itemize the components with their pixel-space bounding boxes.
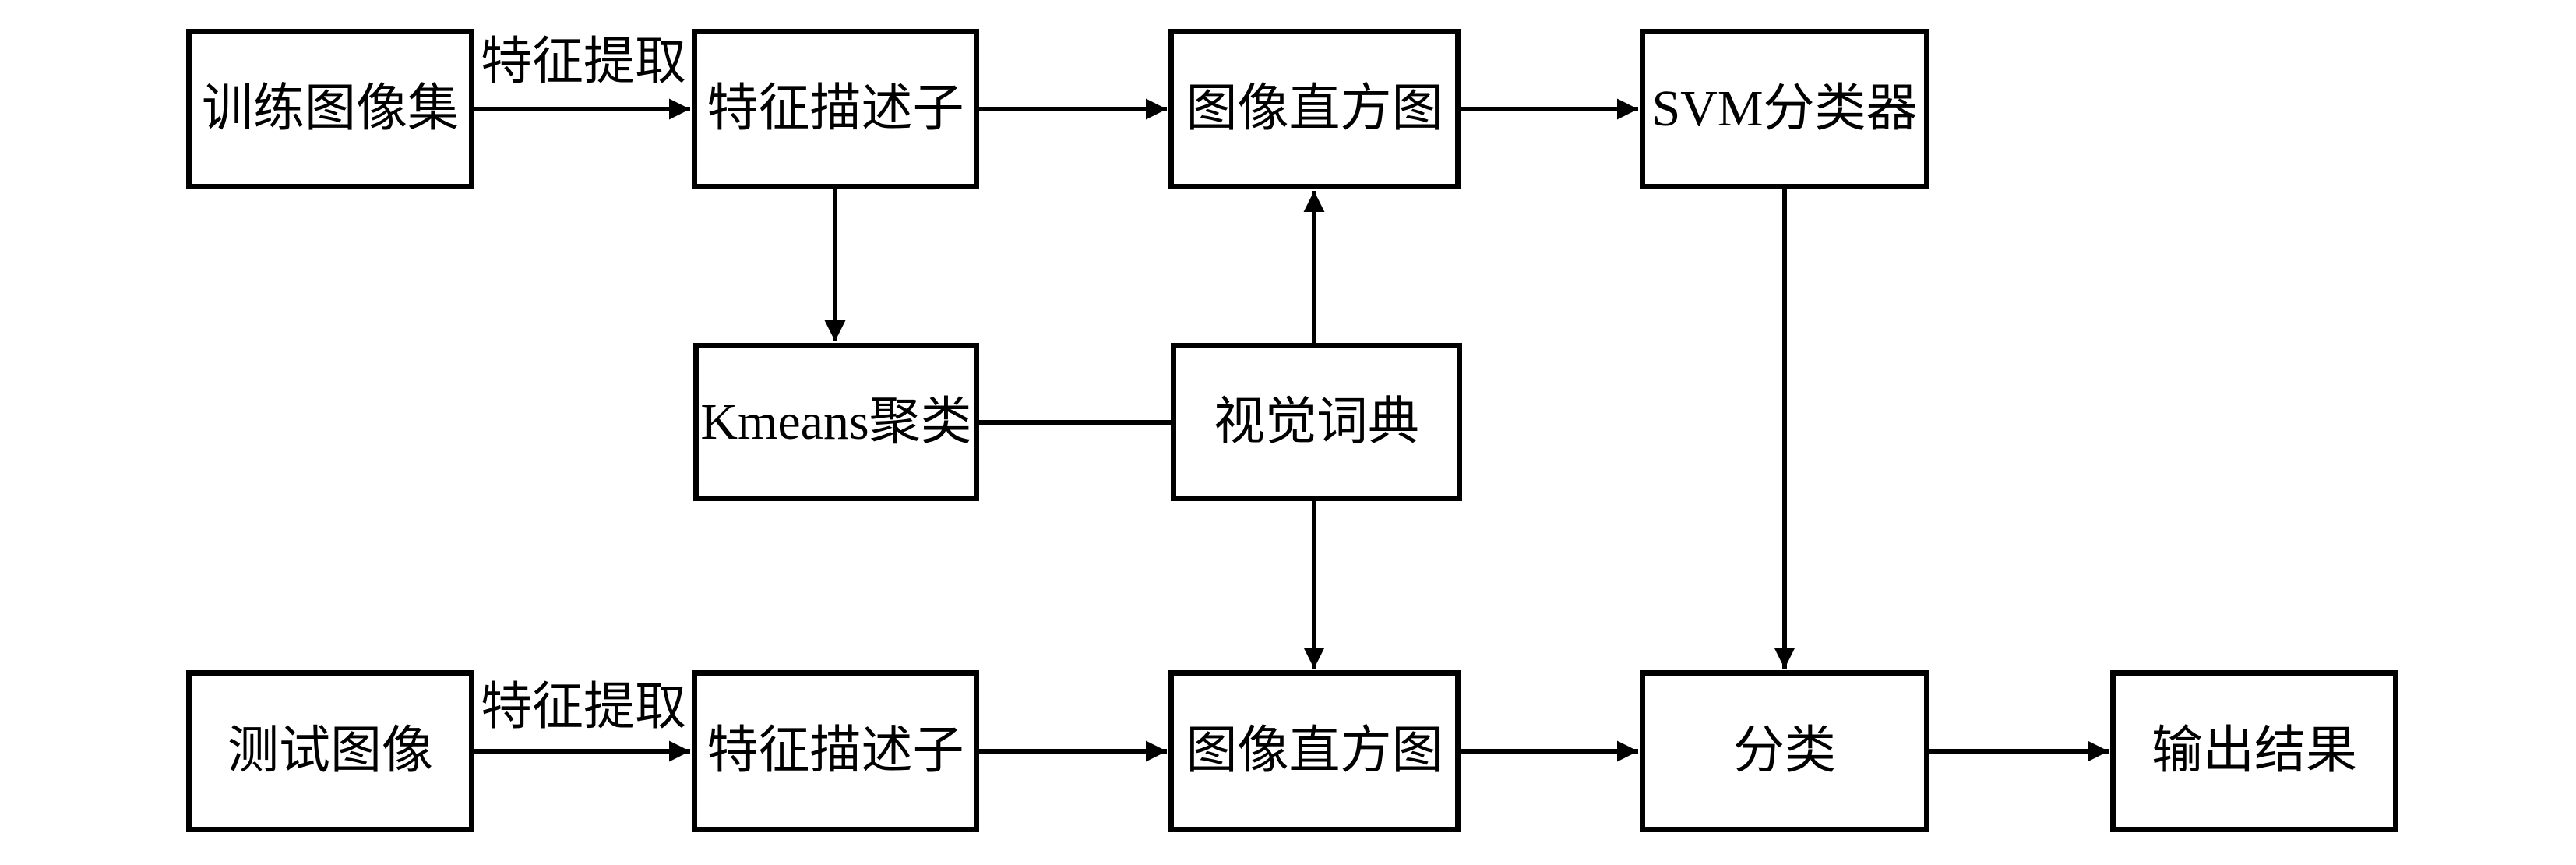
box-kmeans-clustering-label: Kmeans聚类: [700, 393, 972, 450]
box-image-histogram-test: 图像直方图: [1168, 670, 1461, 832]
box-image-histogram-train: 图像直方图: [1168, 29, 1461, 189]
box-test-image: 测试图像: [186, 670, 474, 832]
edge-label-feature-extraction-bottom-text: 特征提取: [481, 679, 686, 736]
box-feature-descriptor-test-label: 特征描述子: [707, 722, 964, 779]
box-visual-dictionary: 视觉词典: [1171, 343, 1462, 501]
box-image-histogram-test-label: 图像直方图: [1186, 722, 1443, 779]
box-feature-descriptor-test: 特征描述子: [692, 670, 979, 832]
edge-label-feature-extraction-bottom: 特征提取: [475, 680, 692, 736]
box-kmeans-clustering: Kmeans聚类: [693, 343, 979, 501]
edge-label-feature-extraction-top-text: 特征提取: [481, 34, 686, 90]
box-feature-descriptor-train-label: 特征描述子: [707, 80, 964, 137]
edge-label-feature-extraction-top: 特征提取: [475, 34, 692, 90]
box-visual-dictionary-label: 视觉词典: [1214, 393, 1419, 450]
box-classification-label: 分类: [1733, 722, 1836, 779]
box-svm-classifier-label: SVM分类器: [1651, 80, 1918, 137]
box-image-histogram-train-label: 图像直方图: [1186, 80, 1443, 137]
box-test-image-label: 测试图像: [227, 722, 433, 779]
box-output-result: 输出结果: [2110, 670, 2398, 832]
box-training-image-set: 训练图像集: [186, 29, 474, 189]
box-svm-classifier: SVM分类器: [1640, 29, 1929, 189]
box-output-result-label: 输出结果: [2151, 722, 2357, 779]
box-classification: 分类: [1640, 670, 1929, 832]
box-training-image-set-label: 训练图像集: [202, 80, 459, 137]
box-feature-descriptor-train: 特征描述子: [692, 29, 979, 189]
